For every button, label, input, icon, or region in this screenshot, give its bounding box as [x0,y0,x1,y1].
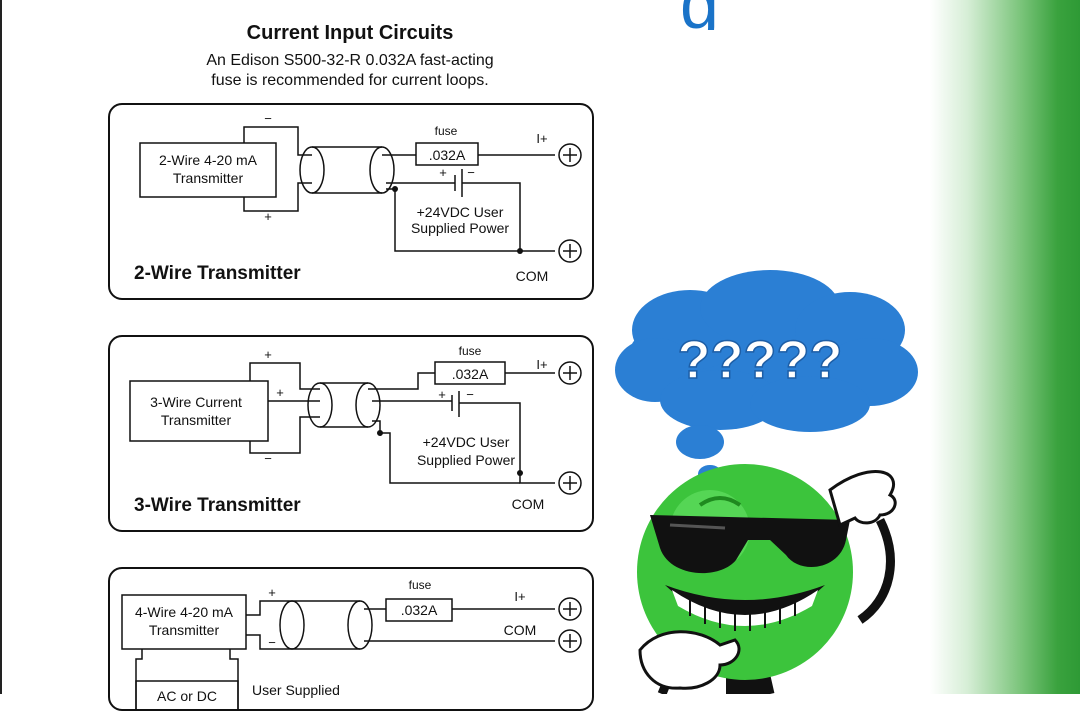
glove-hand-head [828,470,897,624]
question-marks: ????? [678,330,843,390]
terminal-i-plus: I+ [514,589,525,604]
diagram-title: Current Input Circuits [246,22,454,44]
fuse-value: .032A [452,366,489,382]
panel-heading: 2-Wire Transmitter [134,263,301,284]
slide-title-text: g [680,0,719,30]
minus-sign: − [268,635,276,650]
battery-plus: + [438,387,446,402]
terminal-i-plus: I+ [536,131,547,146]
supply-box-label: AC or DC [157,688,217,704]
device-line2: Transmitter [173,170,244,186]
terminal-com: COM [516,268,549,284]
device-line1: 4-Wire 4-20 mA [135,604,234,620]
plus-sign-mid: + [276,385,284,400]
panel-2-wire: 2-Wire 4-20 mA Transmitter − + fuse .032… [108,103,594,300]
plus-sign-top: + [264,347,272,362]
fuse-box [415,142,479,166]
device-line2: Transmitter [161,412,232,428]
plus-sign: + [268,585,276,600]
fuse-label: fuse [435,124,458,138]
panel-4-wire: 4-Wire 4-20 mA Transmitter + − fuse .032… [108,567,594,711]
confused-character-illustration: ????? [615,270,918,694]
terminal-i-plus: I+ [536,357,547,372]
green-character [637,464,897,694]
minus-sign: − [264,451,272,466]
battery-minus: − [466,387,474,402]
device-line1: 3-Wire Current [150,394,242,410]
plus-sign: + [264,209,272,224]
device-box [129,380,269,442]
terminal-com: COM [504,622,537,638]
fuse-note-line2: fuse is recommended for current loops. [211,72,489,89]
power-line2: Supplied Power [411,220,509,236]
glove-hand-chin [638,630,741,690]
power-line2: Supplied Power [417,452,515,468]
device-box [121,594,247,650]
fuse-value: .032A [401,602,438,618]
green-gradient-band [930,0,1080,694]
device-line1: 2-Wire 4-20 mA [159,152,258,168]
fuse-value: .032A [429,147,466,163]
battery-minus: − [467,165,475,180]
circuit-2-wire: 2-Wire 4-20 mA Transmitter − + fuse .032… [134,111,582,284]
terminal-com: COM [512,496,545,512]
sunglasses-icon [650,515,850,574]
grin [665,585,825,631]
fuse-label: fuse [409,578,432,592]
device-line2: Transmitter [149,622,220,638]
left-border [0,0,2,694]
panel-heading: 3-Wire Transmitter [134,495,301,516]
fuse-note-line1: An Edison S500-32-R 0.032A fast-acting [206,52,494,69]
thought-cloud: ????? [615,270,918,483]
fuse-box [385,598,453,622]
power-line1: +24VDC User [417,204,504,220]
supply-label: User Supplied [252,682,340,698]
panel-3-wire: 3-Wire Current Transmitter + + − fuse .0… [108,335,594,532]
circuit-4-wire: 4-Wire 4-20 mA Transmitter + − fuse .032… [121,578,582,709]
battery-plus: + [439,165,447,180]
power-line1: +24VDC User [423,434,510,450]
minus-sign: − [264,111,272,126]
slide-title-fragment: g [640,0,790,30]
fuse-label: fuse [459,344,482,358]
circuit-3-wire: 3-Wire Current Transmitter + + − fuse .0… [129,344,582,516]
device-box [139,142,277,198]
